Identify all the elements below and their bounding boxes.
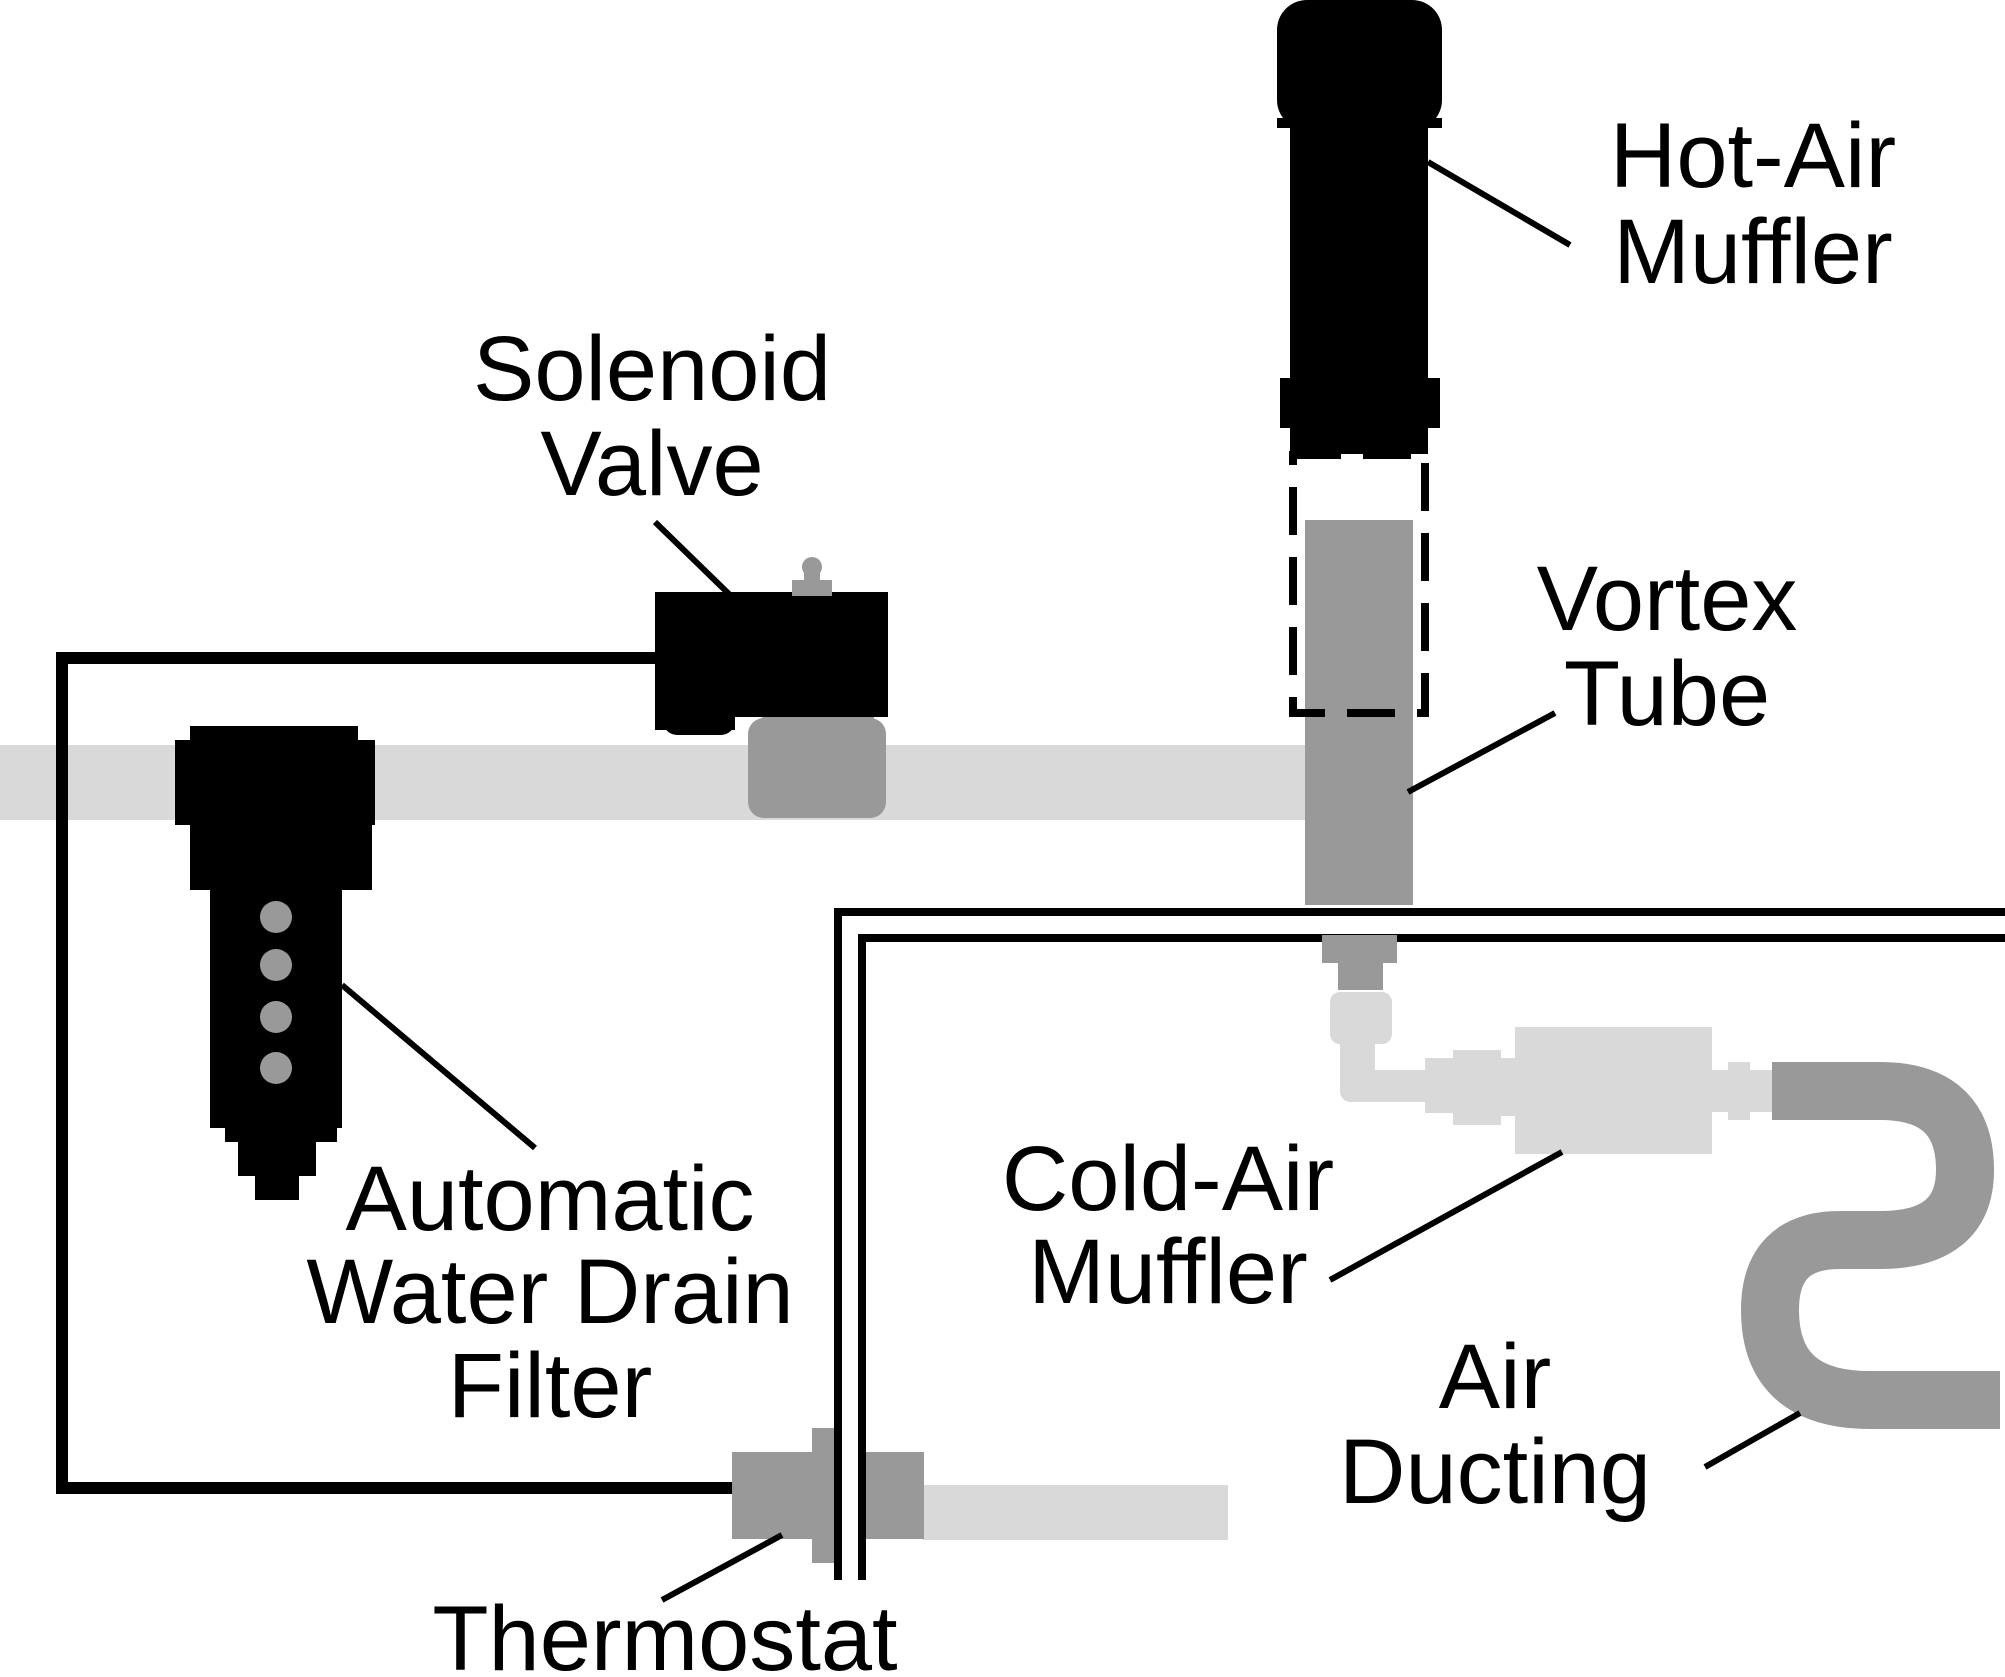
solenoid-valve-label: Solenoid Valve bbox=[473, 318, 831, 515]
filter-indicator-dot bbox=[260, 949, 292, 981]
water-drain-filter-label-line3: Filter bbox=[448, 1335, 652, 1437]
thermostat-label: Thermostat bbox=[432, 1588, 897, 1677]
hot-air-muffler bbox=[1277, 0, 1442, 454]
air-ducting-label-line2: Ducting bbox=[1339, 1421, 1651, 1523]
filter-indicator-dot bbox=[260, 1001, 292, 1033]
vortex-tube-label-line1: Vortex bbox=[1537, 548, 1798, 650]
vortex-tube-label-line2: Tube bbox=[1564, 643, 1770, 745]
leader-hot-air-muffler bbox=[1426, 159, 1572, 248]
vortex-tube-hidden-section bbox=[1289, 451, 1429, 717]
leader-vortex-tube bbox=[1406, 710, 1557, 795]
enclosure-wall-outer bbox=[834, 908, 2005, 1445]
solenoid-valve-label-line1: Solenoid bbox=[473, 318, 831, 420]
leader-cold-air-muffler bbox=[1328, 1149, 1564, 1283]
water-drain-filter-label-line1: Automatic bbox=[345, 1148, 754, 1250]
water-drain-filter-label-line2: Water Drain bbox=[306, 1241, 793, 1343]
solenoid-valve-label-line2: Valve bbox=[540, 413, 763, 515]
air-ducting-label: Air Ducting bbox=[1339, 1326, 1651, 1523]
leader-water-drain-filter bbox=[340, 982, 537, 1151]
filter-indicator-dot bbox=[260, 1052, 292, 1084]
thermostat-label-line1: Thermostat bbox=[432, 1588, 897, 1677]
leader-lines bbox=[340, 159, 1802, 1603]
filter-indicator-dot bbox=[260, 901, 292, 933]
control-wire-loop bbox=[56, 652, 735, 1494]
cold-air-muffler-label: Cold-Air Muffler bbox=[1002, 1128, 1334, 1323]
vortex-tube-label: Vortex Tube bbox=[1537, 548, 1798, 745]
vortex-tube-upper bbox=[1305, 520, 1413, 710]
hot-air-muffler-label-line1: Hot-Air bbox=[1610, 105, 1896, 207]
enclosure-wall-inner bbox=[858, 934, 2005, 1445]
cold-air-fittings bbox=[1322, 935, 1516, 1125]
cold-air-muffler-label-line2: Muffler bbox=[1028, 1221, 1308, 1323]
thermostat bbox=[732, 1428, 1228, 1563]
cold-air-muffler bbox=[1515, 1027, 1776, 1154]
leader-thermostat bbox=[660, 1532, 784, 1603]
cold-air-muffler-label-line1: Cold-Air bbox=[1002, 1128, 1334, 1230]
hot-air-muffler-label-line2: Muffler bbox=[1613, 201, 1893, 303]
solenoid-valve bbox=[655, 557, 888, 818]
air-ducting-hose bbox=[1741, 1062, 2000, 1429]
leader-solenoid-valve bbox=[652, 519, 733, 598]
hot-air-muffler-label: Hot-Air Muffler bbox=[1610, 105, 1896, 303]
air-ducting-label-line1: Air bbox=[1439, 1326, 1551, 1428]
leader-air-ducting bbox=[1703, 1410, 1802, 1470]
enclosure-gap bbox=[842, 1420, 858, 1580]
water-drain-filter-label: Automatic Water Drain Filter bbox=[306, 1148, 793, 1437]
water-drain-filter bbox=[175, 726, 375, 1200]
